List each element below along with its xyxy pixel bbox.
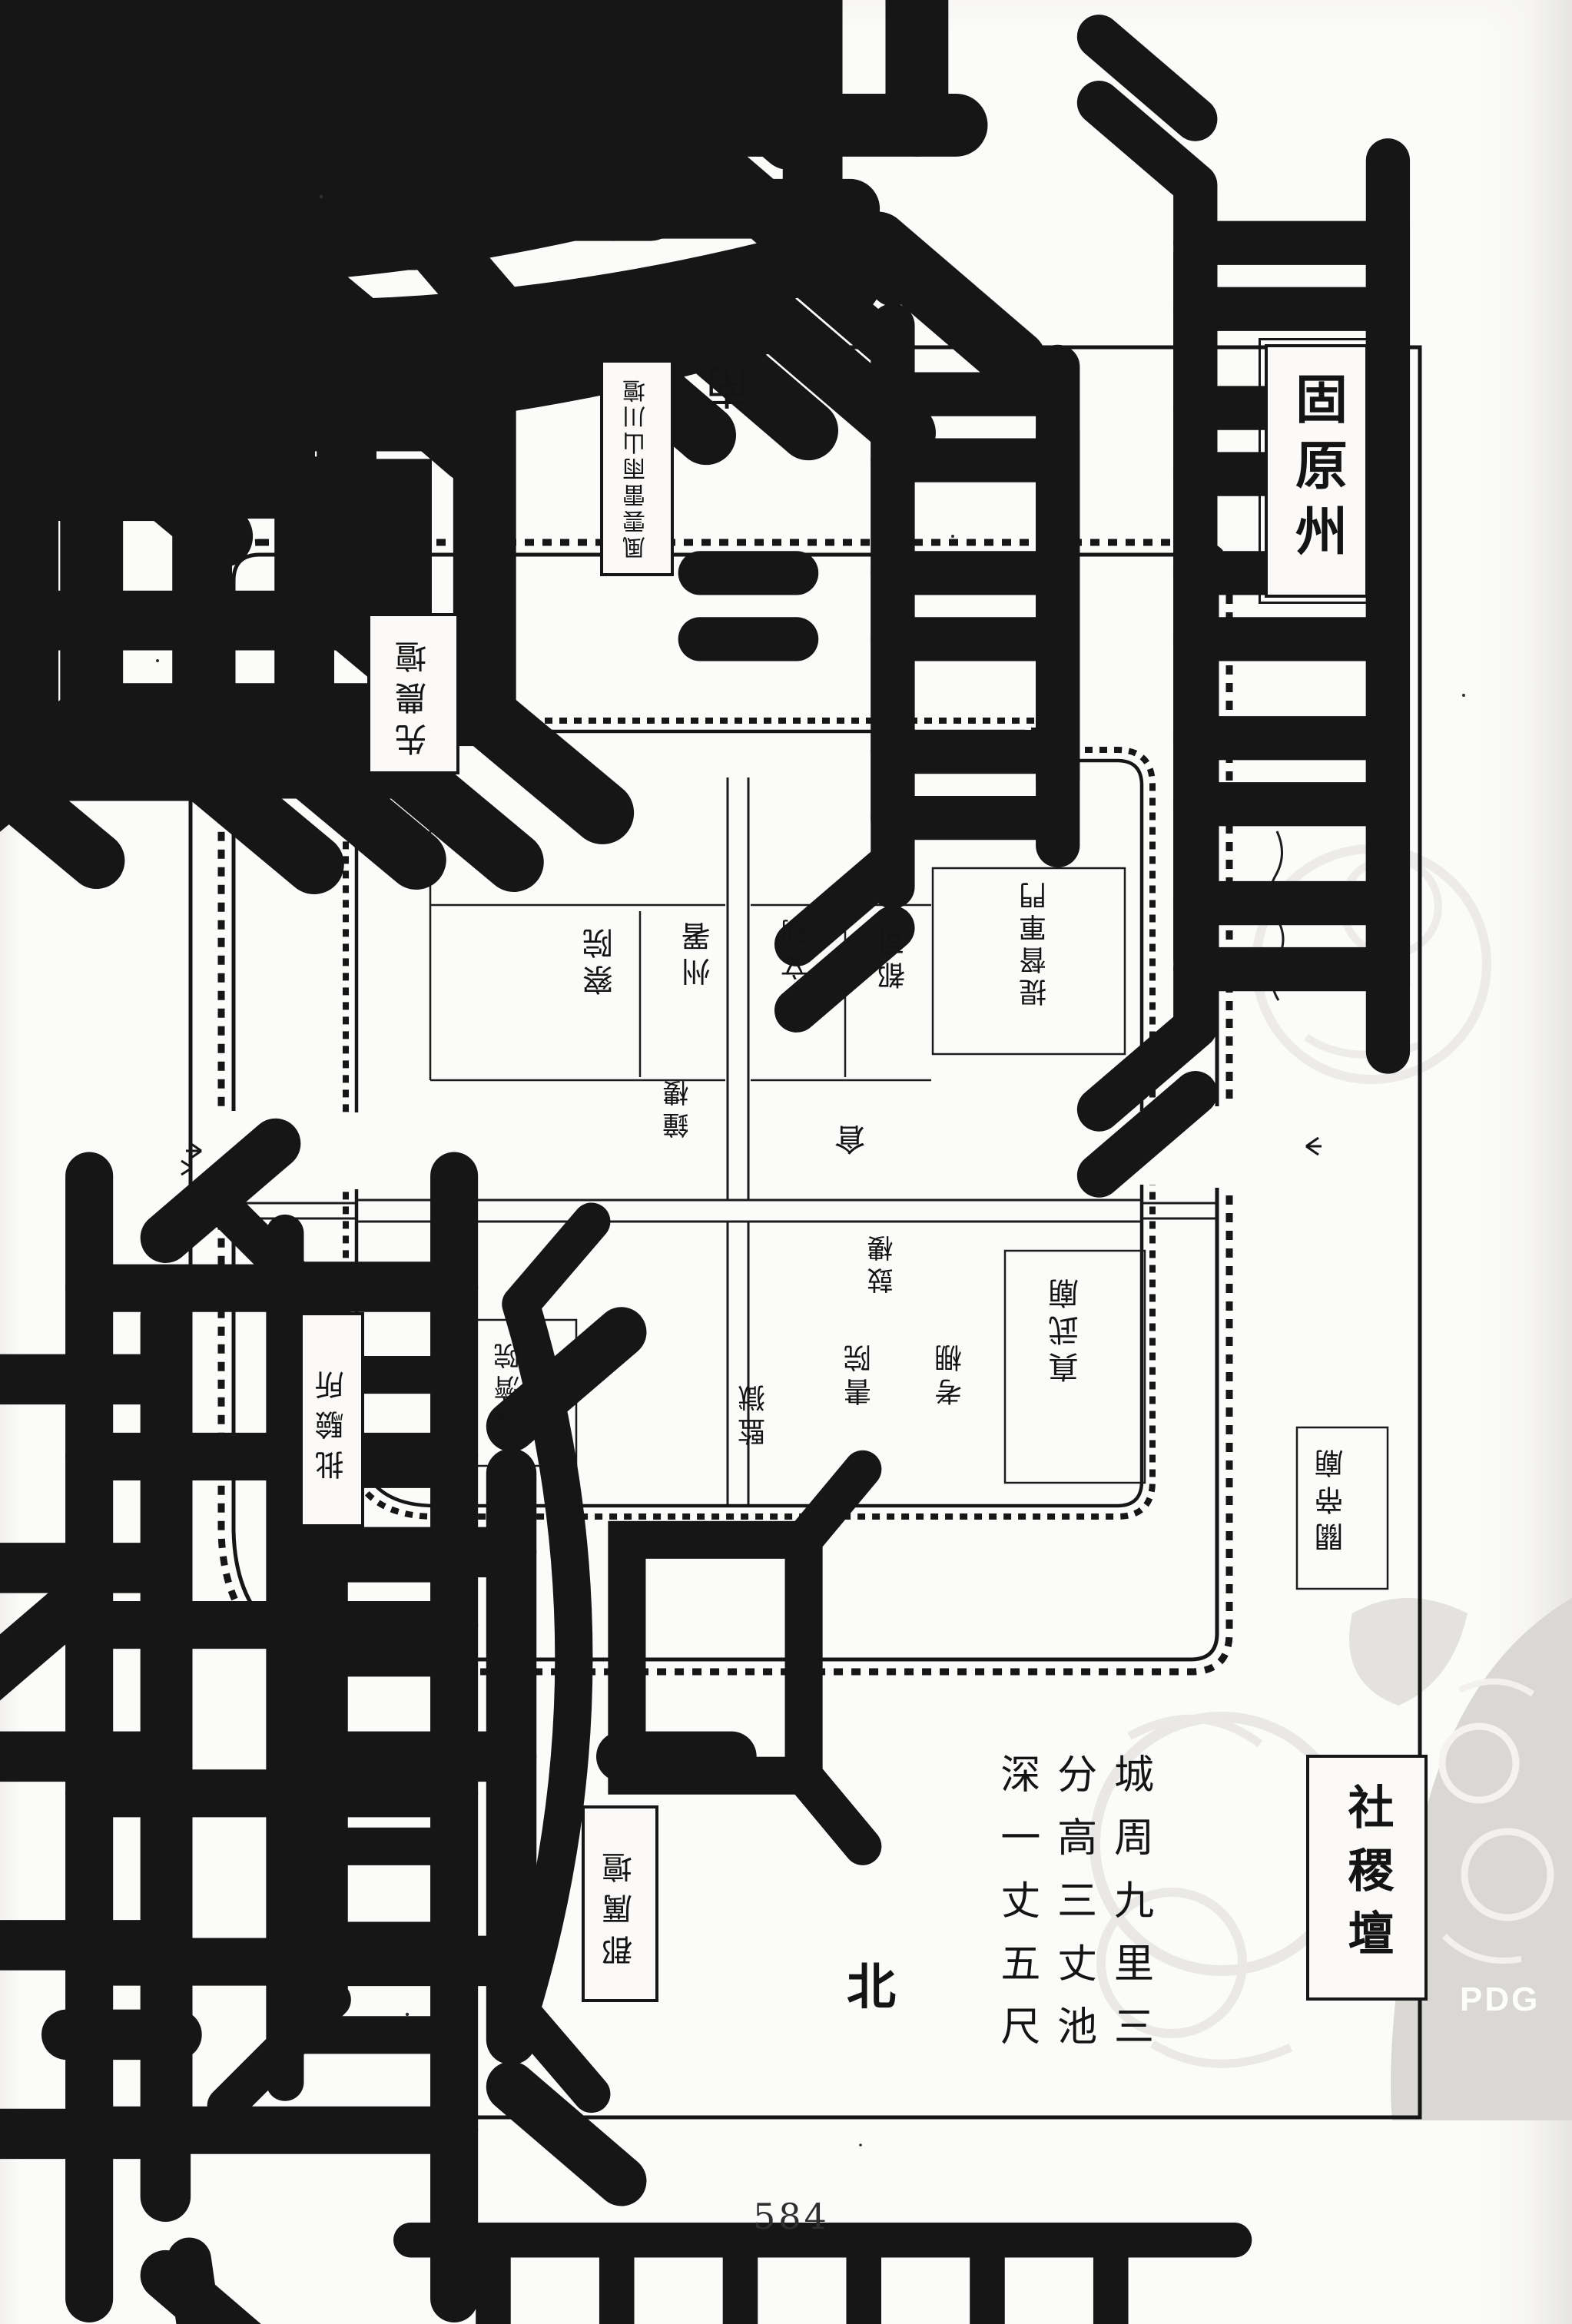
yangjiyuan-label: 養濟院 [494, 1337, 525, 1434]
shejitan-label: 社稷壇 [1340, 1783, 1394, 1972]
streets [234, 777, 1217, 1504]
south-altar-label: 風雲雷雨山川壇 [623, 376, 650, 559]
jianyu-label: 監獄 [738, 1378, 770, 1446]
junlitan-box: 郡厲壇 [582, 1805, 658, 2002]
shejitan-box: 社稷壇 [1306, 1755, 1428, 2001]
zhonglou-label: 鐘樓 [663, 1074, 694, 1139]
south-altar-cartouche: 風雲雷雨山川壇 [600, 360, 674, 576]
junlitan-label: 郡厲壇 [602, 1842, 638, 1966]
cang-label: 倉 [835, 1119, 871, 1155]
wenmiao-label: 文廟 [781, 913, 813, 980]
kaopeng-label: 考棚 [935, 1338, 967, 1406]
chayuan-label: 察院 [583, 922, 619, 996]
compass-north: 北 [838, 1961, 896, 2016]
tidujunmen-label: 提督軍門 [1020, 877, 1051, 1006]
east-gate-ornament [1305, 1136, 1322, 1156]
page-number: 584 [753, 2196, 830, 2237]
shuyuan-label: 書院 [844, 1338, 876, 1406]
dusi-label: 都司 [878, 922, 910, 990]
south-bridge-icon [410, 2239, 1235, 2324]
xiannongtan-box: 先農壇 [367, 613, 459, 774]
map-title: 固原州 [1285, 372, 1348, 570]
zhoushu-label: 州署 [682, 916, 715, 986]
compass-south: 南 [705, 360, 757, 410]
gulou-label: 鼓樓 [867, 1229, 898, 1294]
pdg-watermark: PDG [1460, 1981, 1540, 2018]
zhenwumiao-label: 真武廟 [1049, 1272, 1084, 1383]
piyansuo-label: 批驗所 [315, 1360, 349, 1480]
scan-watermark [1089, 844, 1572, 2120]
guandimiao-label: 關帝廟 [1315, 1441, 1348, 1552]
ink-specks [156, 194, 1465, 2147]
piyansuo-box: 批驗所 [300, 1312, 364, 1527]
west-gate-ornament [181, 1141, 202, 1176]
map-title-box: 固原州 [1259, 338, 1375, 604]
building-icons [0, 0, 1389, 2324]
xiannongtan-label: 先農壇 [394, 632, 432, 756]
wall-dimensions-note: 城周九里三分高三丈池深一丈五尺 [993, 1753, 1153, 2068]
